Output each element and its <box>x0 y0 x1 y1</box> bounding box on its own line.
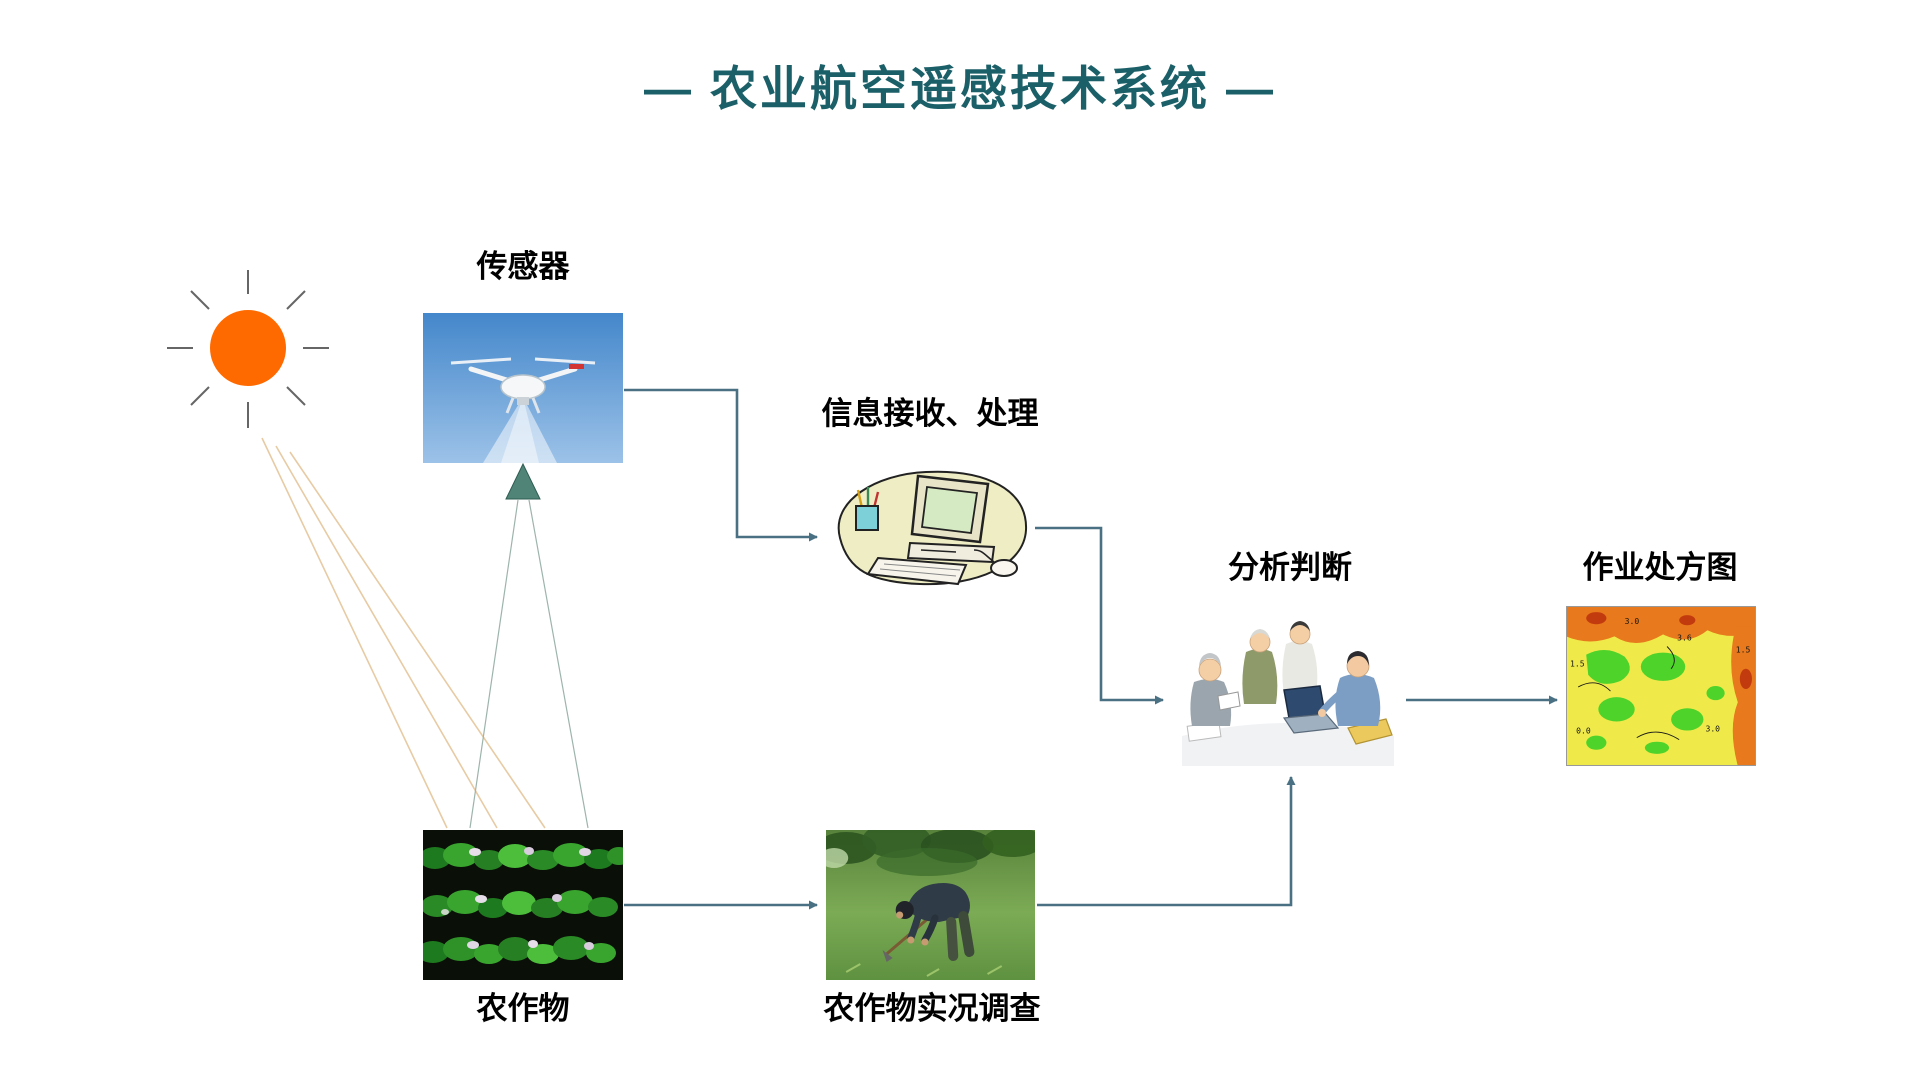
sensor-label: 传感器 <box>476 249 570 284</box>
prescription-label: 作业处方图 <box>1582 550 1738 585</box>
receive-label: 信息接收、处理 <box>821 396 1039 431</box>
sunbeam-line <box>275 445 498 829</box>
people-discussion-clipart <box>1182 621 1394 766</box>
node-receive <box>826 446 1034 594</box>
field-survey-photo <box>826 830 1035 980</box>
svg-text:1.5: 1.5 <box>1736 645 1751 655</box>
arrow-receive-to-analyze <box>1035 526 1164 705</box>
sunbeam-line <box>261 437 448 829</box>
svg-text:1.5: 1.5 <box>1570 659 1585 669</box>
sunbeam-line <box>289 451 546 829</box>
svg-text:3.0: 3.0 <box>1705 724 1720 734</box>
node-survey <box>826 830 1035 980</box>
computer-clipart <box>837 470 1028 586</box>
node-crop <box>423 830 623 980</box>
drone-photo <box>423 313 623 463</box>
survey-label: 农作物实况调查 <box>823 991 1041 1026</box>
reflect-line <box>469 499 519 829</box>
node-analyze <box>1172 608 1404 766</box>
svg-text:3.6: 3.6 <box>1677 632 1692 642</box>
node-sensor <box>423 313 623 463</box>
prescription-map: 1.5 3.0 3.6 0.0 1.5 3.0 <box>1566 606 1756 766</box>
sun-icon <box>167 270 329 428</box>
svg-text:0.0: 0.0 <box>1576 726 1591 736</box>
arrow-survey-to-analyze <box>1037 776 1296 907</box>
diagram-title: — 农业航空遥感技术系统 — <box>643 62 1277 115</box>
svg-text:3.0: 3.0 <box>1625 616 1640 626</box>
crop-label: 农作物 <box>476 991 570 1026</box>
crop-field-photo <box>423 830 623 980</box>
reflect-arrowhead <box>505 462 541 500</box>
analyze-label: 分析判断 <box>1228 550 1352 585</box>
node-prescription: 1.5 3.0 3.6 0.0 1.5 3.0 <box>1566 606 1756 766</box>
reflect-line <box>528 499 589 829</box>
